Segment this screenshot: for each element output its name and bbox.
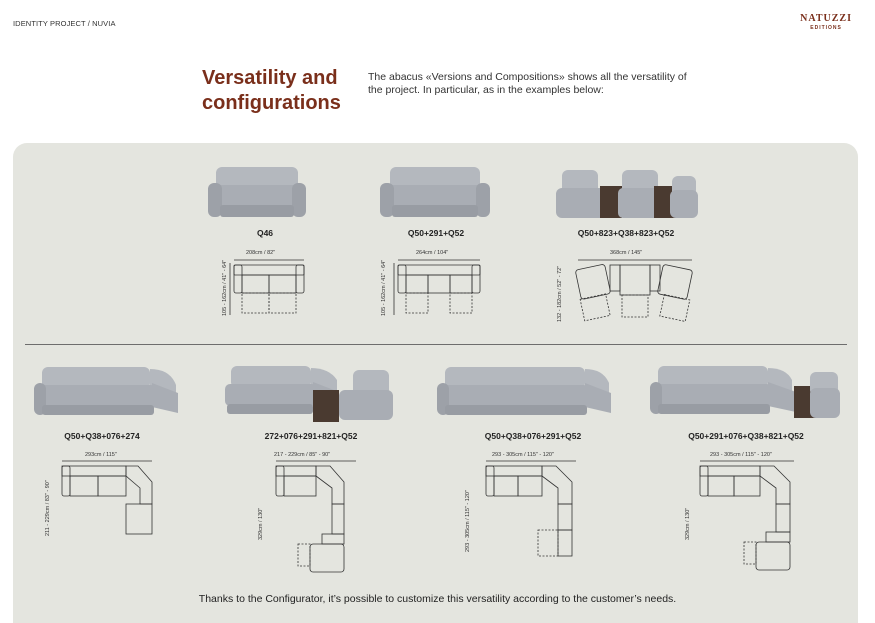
- code-q50-291-q52: Q50+291+Q52: [407, 228, 465, 238]
- depth-dim-q50-823-q38-823-q52: 132 - 182cm / 52" - 72": [557, 265, 563, 322]
- sofa-photo-q50-823-q38-823-q52: [556, 162, 698, 224]
- floor-plan-q50-823-q38-823-q52: [572, 257, 698, 325]
- sofa-photo-272-076-291-821-q52: [225, 364, 393, 424]
- code-q50-291-076-q38-821-q52: Q50+291+076+Q38+821+Q52: [688, 431, 804, 441]
- width-dim-q50-823-q38-823-q52: 368cm / 145": [610, 250, 643, 256]
- code-q46: Q46: [256, 228, 274, 238]
- sofa-photo-q50-291-076-q38-821-q52: [650, 364, 840, 422]
- code-q50-q38-076-291-q52: Q50+Q38+076+291+Q52: [484, 431, 582, 441]
- width-dim-q50-q38-076-274: 293cm / 115": [85, 452, 117, 458]
- depth-dim-q50-q38-076-291-q52: 293 - 305cm / 115" - 120": [465, 490, 471, 552]
- row-divider: [25, 344, 847, 345]
- code-272-076-291-821-q52: 272+076+291+821+Q52: [264, 431, 358, 441]
- footer-note: Thanks to the Configurator, it’s possibl…: [198, 593, 677, 605]
- floor-plan-q50-291-q52: [392, 257, 484, 319]
- title-text: Versatility and configurations: [202, 67, 341, 114]
- page-title: Versatility and configurations: [202, 66, 352, 116]
- brand-name: NATUZZI: [800, 13, 852, 24]
- depth-dim-q50-291-076-q38-821-q52: 329cm / 130": [685, 507, 691, 540]
- width-dim-q50-291-q52: 264cm / 104": [416, 250, 449, 256]
- sofa-photo-q46: [208, 167, 306, 222]
- brand-sub: EDITIONS: [810, 25, 842, 31]
- sofa-photo-q50-q38-076-291-q52: [437, 363, 613, 421]
- depth-dim-q50-q38-076-274: 211 - 229cm / 83" - 90": [45, 480, 51, 536]
- code-q50-q38-076-274: Q50+Q38+076+274: [64, 431, 140, 441]
- width-dim-q46: 208cm / 82": [246, 250, 276, 256]
- floor-plan-q50-291-076-q38-821-q52: [694, 458, 804, 578]
- depth-dim-q50-291-q52: 105 - 162cm / 41" - 64": [381, 259, 387, 316]
- width-dim-272-076-291-821-q52: 217 - 229cm / 85" - 90": [274, 452, 331, 458]
- sofa-photo-q50-q38-076-274: [34, 363, 180, 421]
- width-dim-q50-q38-076-291-q52: 293 - 305cm / 115" - 120": [492, 452, 554, 458]
- code-q50-823-q38-823-q52: Q50+823+Q38+823+Q52: [577, 228, 675, 238]
- brand-logo: NATUZZI EDITIONS: [800, 13, 852, 31]
- width-dim-q50-291-076-q38-821-q52: 293 - 305cm / 115" - 120": [710, 452, 772, 458]
- floor-plan-q46: [228, 257, 312, 319]
- floor-plan-q50-q38-076-291-q52: [480, 458, 580, 568]
- floor-plan-q50-q38-076-274: [56, 458, 156, 540]
- depth-dim-272-076-291-821-q52: 329cm / 130": [258, 507, 264, 540]
- sofa-photo-q50-291-q52: [380, 167, 490, 222]
- breadcrumb: IDENTITY PROJECT / NUVIA: [13, 19, 116, 28]
- floor-plan-272-076-291-821-q52: [270, 458, 360, 578]
- intro-text: The abacus «Versions and Compositions» s…: [368, 71, 687, 96]
